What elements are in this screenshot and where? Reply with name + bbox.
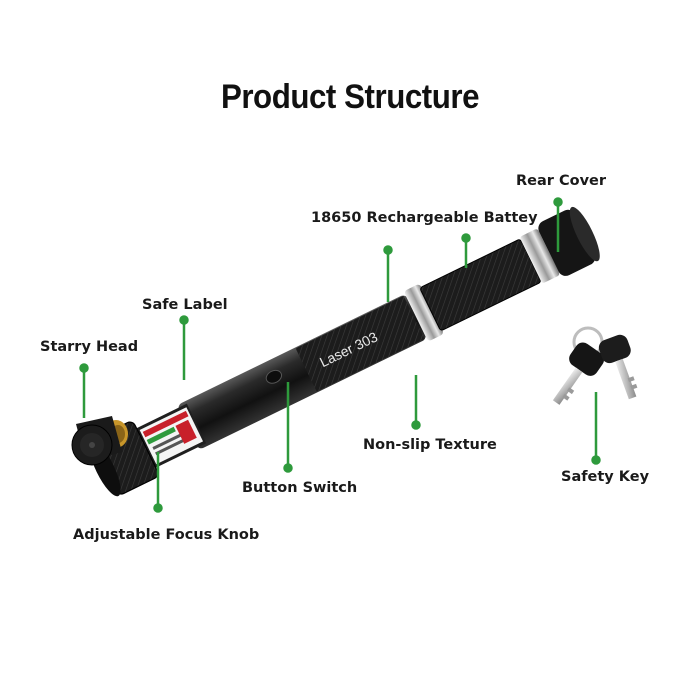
callout-rear-cover: Rear Cover bbox=[516, 173, 607, 189]
callout-button-switch: Button Switch bbox=[242, 480, 358, 496]
callout-battery: 18650 Rechargeable Battey bbox=[311, 210, 538, 226]
callout-starry-head: Starry Head bbox=[40, 339, 139, 355]
starry-head-part bbox=[71, 416, 128, 466]
callout-safe-label: Safe Label bbox=[142, 297, 228, 313]
page-title: Product Structure bbox=[220, 78, 480, 116]
callout-focus-knob: Adjustable Focus Knob bbox=[73, 527, 260, 543]
button-switch-part bbox=[265, 369, 283, 384]
tail-tube bbox=[420, 239, 541, 331]
rear-cover-part bbox=[538, 209, 596, 276]
chrome-ring bbox=[404, 284, 443, 341]
callout-non-slip: Non-slip Texture bbox=[363, 437, 497, 453]
callout-safety-key: Safety Key bbox=[561, 469, 650, 485]
chrome-threads bbox=[520, 229, 560, 283]
battery-tube-knurled bbox=[295, 295, 425, 392]
safety-keys-part bbox=[552, 326, 638, 405]
laser-pointer: Laser 303 bbox=[89, 206, 600, 497]
